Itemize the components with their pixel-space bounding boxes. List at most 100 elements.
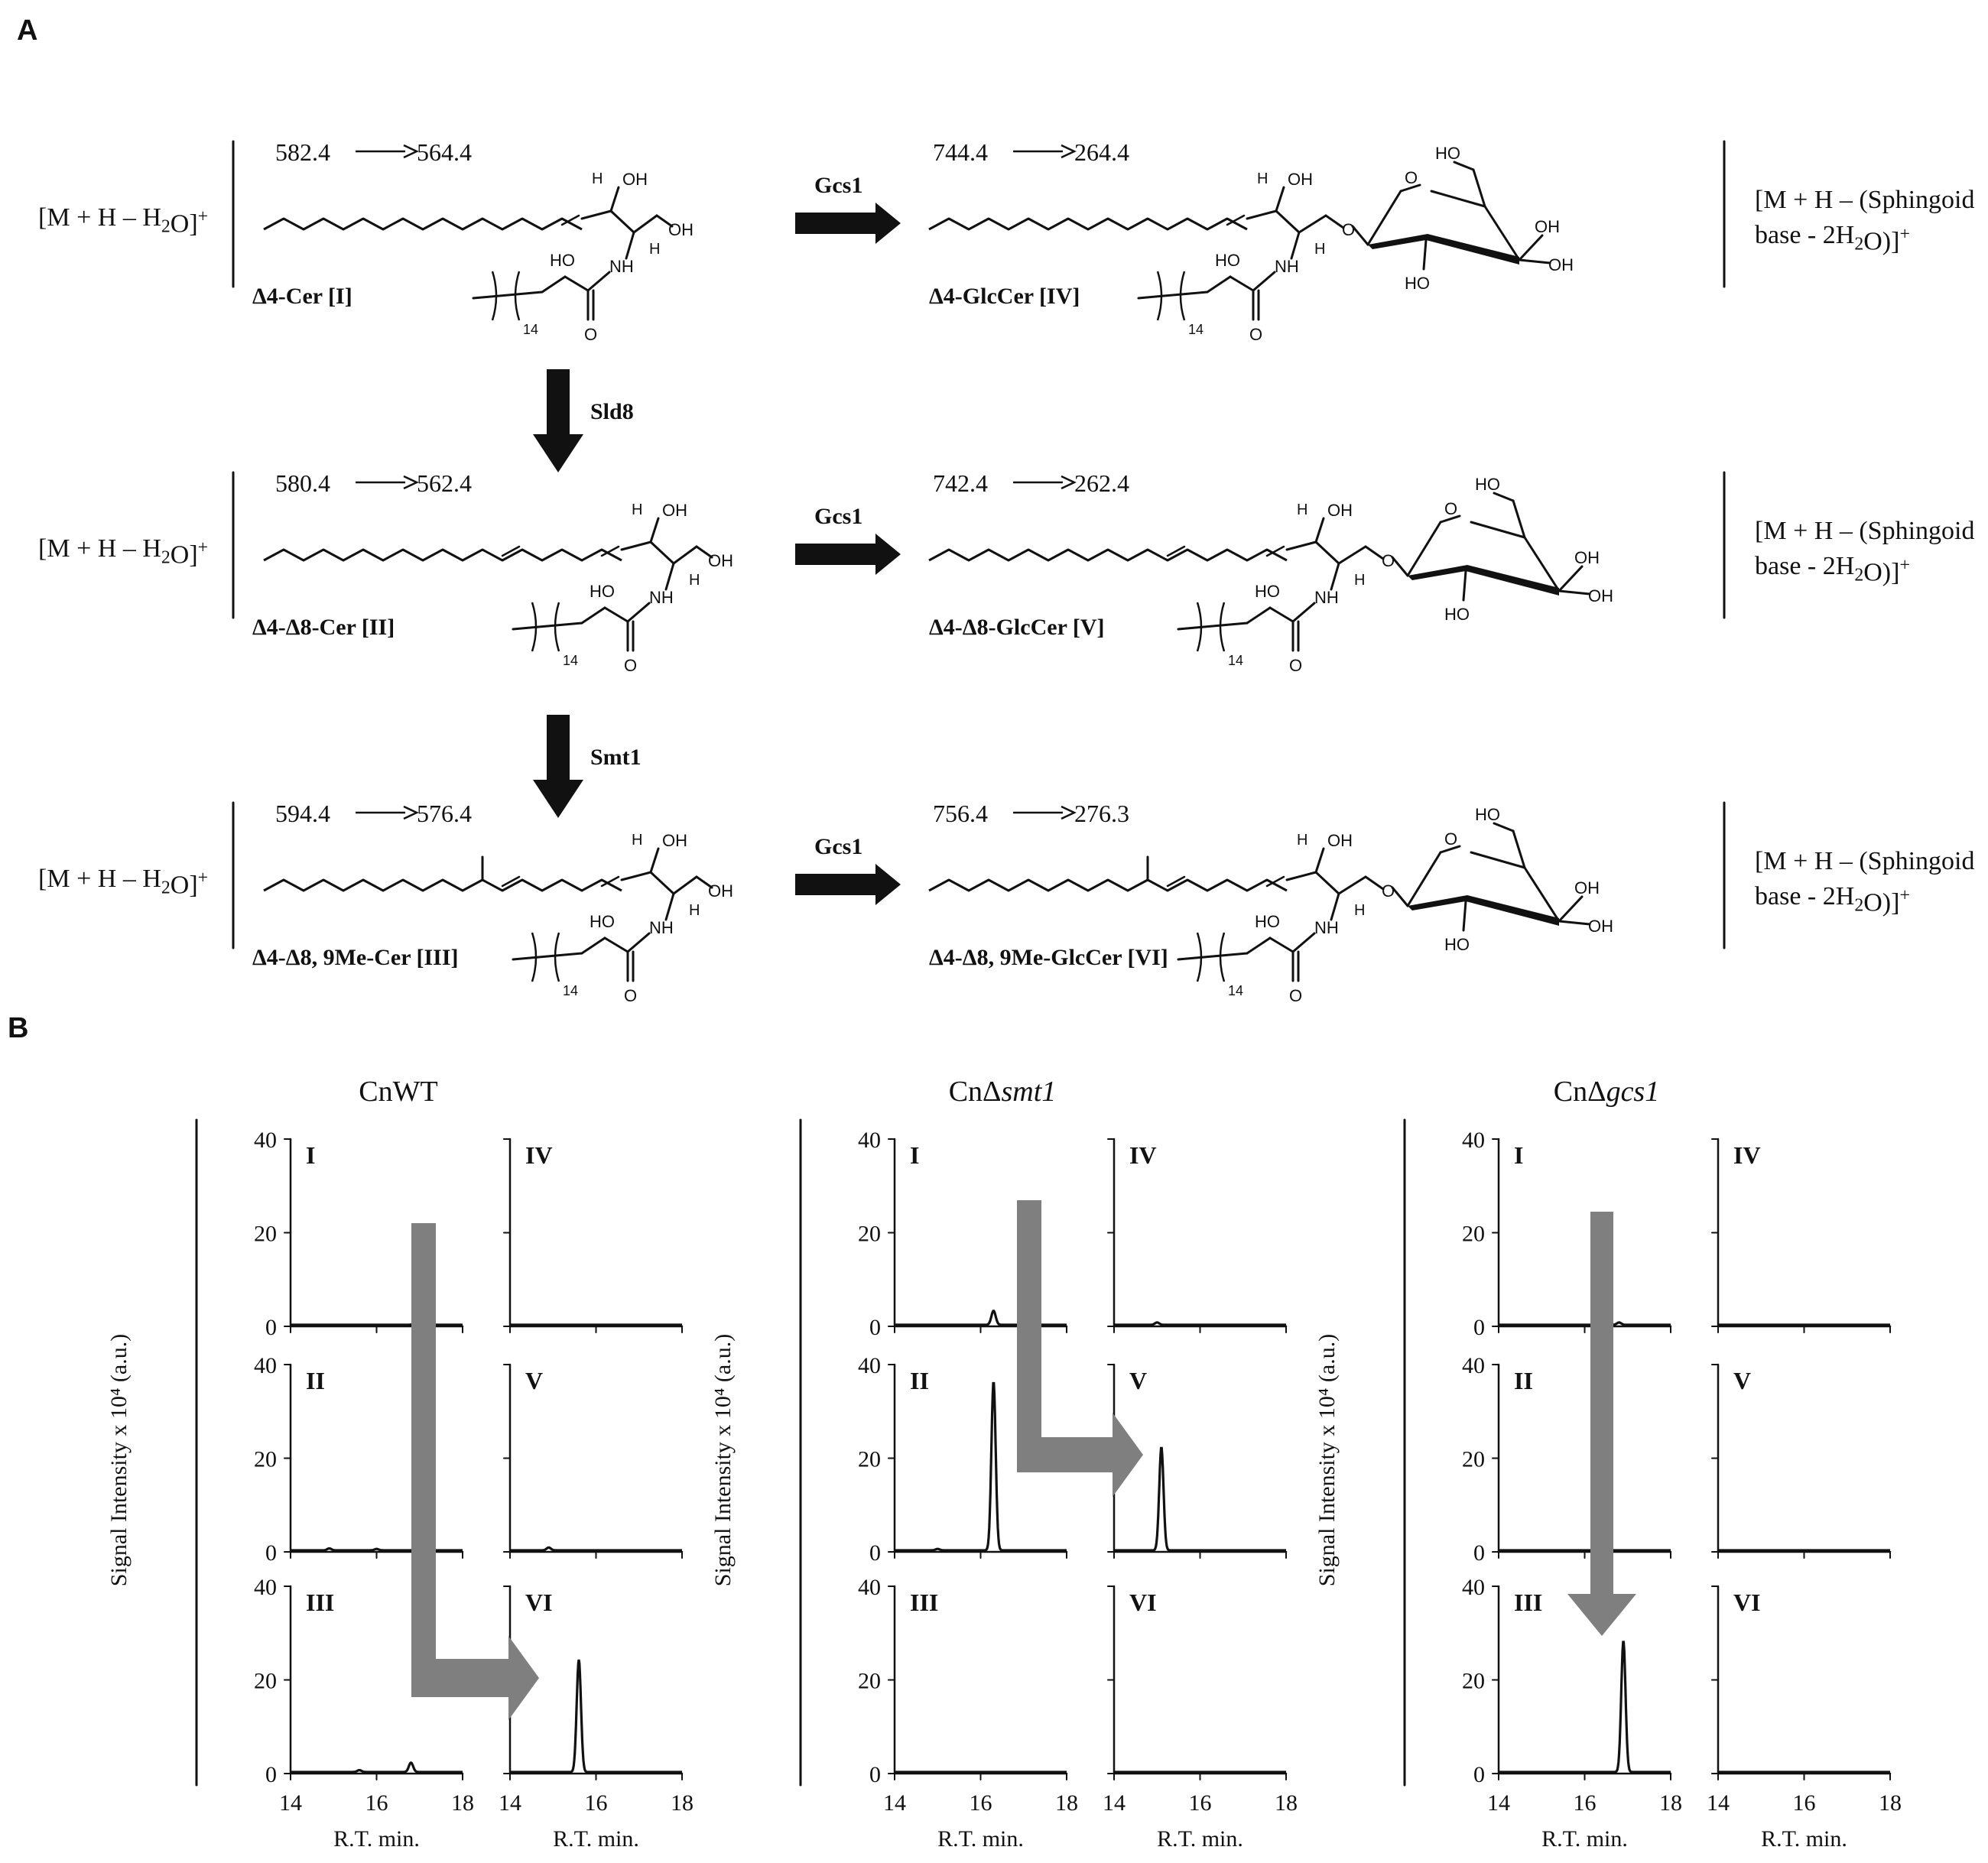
chart-panel-IV: IV [503,1138,684,1333]
x-axis-label: R.T. min. [1157,1826,1243,1852]
acyl-bond [564,275,590,292]
nh-bond [1330,562,1340,591]
hydroxyl-label: OH [662,501,687,520]
glucose-ring-bond [1430,190,1486,208]
head-bond [1337,545,1367,565]
glycosidic-bond [1351,225,1369,246]
glucose-ring-bond [1493,492,1515,502]
ion-label-right-1: [M + H – (Sphingoid [1755,847,1974,875]
transition-arrow-head [403,805,419,820]
y-tick-label: 0 [265,1540,277,1566]
gcs1-arrow [795,864,901,905]
panel-roman-label: III [910,1589,938,1616]
head-bond [1314,871,1340,895]
transition-arrow-head [403,144,419,159]
panel-roman-label: V [525,1367,543,1394]
glucose-ring-bond [1399,183,1421,193]
acyl-bond [541,275,567,294]
x-tick-label: 14 [1707,1790,1730,1816]
head-bond [649,871,675,895]
head-bond [580,209,612,220]
x-tick-label: 18 [1659,1790,1682,1816]
down-arrow-smt1 [533,715,583,818]
hydroxyl-label: HO [1444,935,1470,954]
head-bond [632,214,658,234]
glycosidic-o-label: O [1382,881,1395,901]
x-tick-label: 16 [585,1790,608,1816]
panel-roman-label: III [1514,1589,1542,1616]
amide-nh-label: NH [1314,588,1339,607]
hydroxyl-label: OH [662,831,687,850]
amide-nh-label: NH [1275,257,1299,276]
chromatogram-trace [1114,1446,1286,1552]
hydrogen-label: H [689,572,700,589]
ion-label-right-2: base - 2H2O)]+ [1755,221,1910,256]
enzyme-label-gcs1: Gcs1 [814,173,862,198]
y-tick-label: 20 [858,1222,881,1247]
carbonyl-o-label: O [624,986,637,1005]
oh-bond [649,847,660,874]
hydroxyl-label: OH [708,881,733,901]
x-tick-label: 18 [1055,1790,1078,1816]
ring-oxygen-label: O [1405,168,1418,187]
amide-nh-label: NH [649,918,674,937]
flow-arrow-gcs1 [1567,1212,1636,1636]
mrm-precursor-right: 756.4 [933,800,988,827]
head-bond [1275,209,1301,234]
hydrogen-label: H [632,832,642,849]
glucose-oh-bond [1558,589,1591,596]
y-tick-label: 0 [869,1762,881,1787]
glucose-oh-bond [1422,239,1428,271]
y-tick-label: 20 [1462,1669,1485,1694]
sphingoid-chain [263,548,622,562]
head-bond [1337,875,1367,895]
chromatogram-trace [291,1761,463,1774]
y-axis-label: Signal Intensity x 10⁴ (a.u.) [106,1334,132,1586]
panel-b-label: B [8,1012,28,1044]
glycosidic-bond [1391,556,1409,577]
glucose-oh-bond [1518,234,1544,261]
x-tick-label: 16 [1189,1790,1212,1816]
double-bond-d8 [501,545,521,557]
y-tick-label: 0 [1473,1540,1485,1566]
double-bond-d8 [1166,545,1186,557]
nh-bond [664,562,675,591]
carbonyl-o-label: O [1289,986,1302,1005]
head-bond [695,545,713,559]
acyl-bond [1206,275,1232,294]
panel-roman-label: VI [525,1589,553,1616]
acyl-bond [1252,271,1276,292]
acyl-bond [1291,602,1316,623]
down-arrow-sld8 [533,369,583,472]
acyl-bond [1246,606,1272,625]
glucose-ring-front [1408,565,1559,596]
panel-roman-label: III [306,1589,334,1616]
y-tick-label: 40 [858,1128,881,1153]
ion-label-right-1: [M + H – (Sphingoid [1755,186,1974,214]
hydroxyl-label: HO [1215,251,1240,270]
hydroxyl-label: OH [1327,501,1353,520]
repeat-count: 14 [1188,322,1204,337]
hydroxyl-label: HO [1475,475,1500,494]
mrm-precursor-left: 594.4 [275,800,330,827]
hydroxyl-label: OH [708,551,733,570]
glucose-ring-bond [1493,822,1515,833]
y-tick-label: 0 [1473,1762,1485,1787]
x-axis-label: R.T. min. [553,1826,639,1852]
head-bond [620,871,652,881]
hydroxyl-label: HO [550,251,575,270]
hydroxyl-label: OH [1535,217,1560,236]
acyl-bond [1177,622,1249,631]
x-tick-label: 14 [883,1790,906,1816]
ion-label-left: [M + H – H2O]+ [38,203,208,239]
hydroxyl-label: OH [1288,170,1313,189]
y-tick-label: 20 [858,1447,881,1472]
repeat-count: 14 [563,983,578,998]
hydroxyl-label: OH [622,170,648,189]
panel-roman-label: II [910,1367,929,1394]
